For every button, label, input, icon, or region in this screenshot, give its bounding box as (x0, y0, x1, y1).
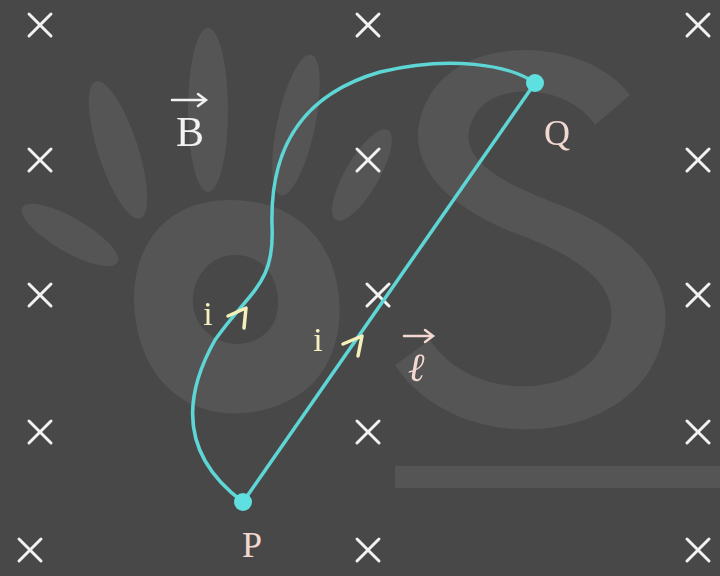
length-vector-label: ℓ (408, 348, 425, 388)
watermark-finger (188, 28, 228, 192)
watermark-finger (262, 51, 329, 200)
watermark-finger (14, 193, 126, 277)
vector-arrow (404, 330, 433, 342)
field-crosses (19, 14, 709, 561)
watermark-s (395, 50, 666, 429)
watermark (14, 28, 720, 488)
curved-wire (193, 63, 535, 502)
vector-arrow (172, 94, 206, 106)
point-q (526, 74, 544, 92)
current-arrow (343, 336, 362, 356)
point-label: P (242, 527, 262, 563)
point-label: Q (544, 115, 570, 151)
current-label: i (313, 323, 322, 357)
watermark-bar (395, 466, 720, 488)
watermark-finger (321, 121, 402, 228)
field-symbol: B (176, 111, 204, 153)
point-p (234, 493, 252, 511)
straight-wire (243, 83, 535, 502)
current-label: i (203, 297, 212, 331)
current-arrow (228, 308, 246, 328)
watermark-palm (134, 200, 340, 414)
watermark-finger (77, 75, 160, 224)
